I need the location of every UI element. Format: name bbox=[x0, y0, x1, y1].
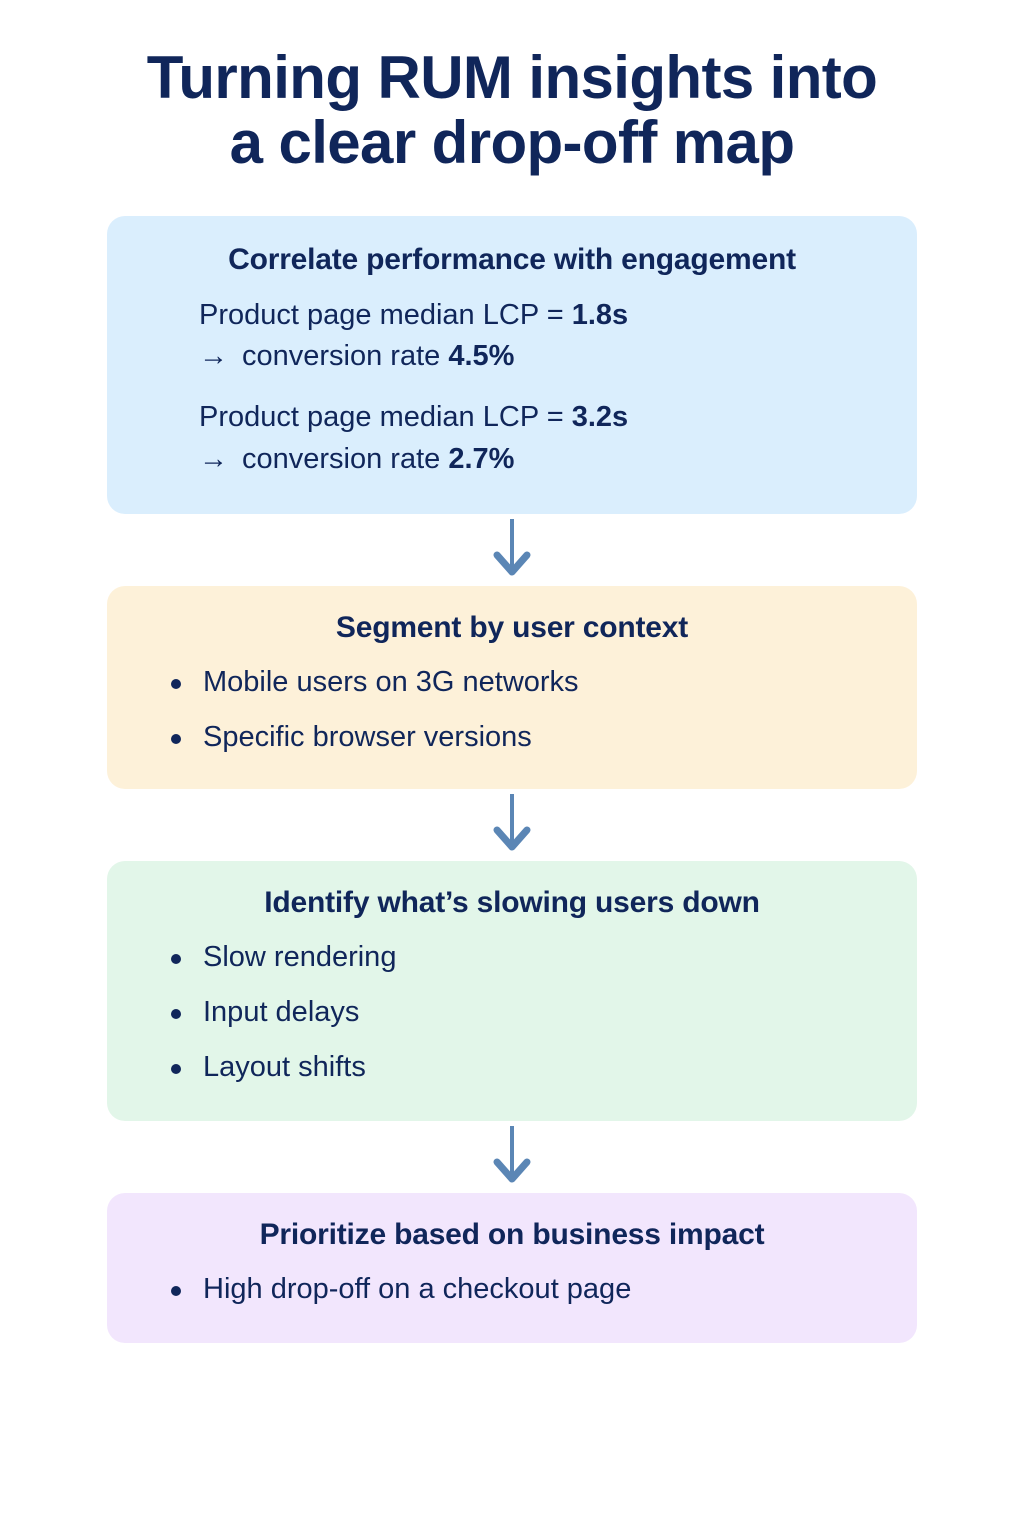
list-item: Layout shifts bbox=[171, 1048, 887, 1087]
page-title-line-2: a clear drop-off map bbox=[229, 108, 795, 176]
step-heading-segment: Segment by user context bbox=[335, 610, 689, 644]
stat-result-prefix: conversion rate bbox=[242, 442, 449, 475]
list-item: High drop-off on a checkout page bbox=[171, 1270, 887, 1309]
stat-measure-value: 3.2s bbox=[571, 401, 629, 434]
bullet-list-prioritize: High drop-off on a checkout page bbox=[137, 1270, 887, 1309]
list-item: Slow rendering bbox=[171, 938, 887, 977]
list-item: Mobile users on 3G networks bbox=[171, 663, 887, 702]
stat-measure-prefix: Product page median LCP = bbox=[199, 298, 572, 331]
stat-result-prefix: conversion rate bbox=[242, 340, 449, 373]
down-arrow-icon bbox=[493, 518, 531, 581]
stat-measure-prefix: Product page median LCP = bbox=[199, 401, 572, 434]
right-arrow-icon: → bbox=[199, 442, 228, 475]
down-arrow-icon bbox=[493, 793, 531, 856]
connector-arrow-1 bbox=[107, 514, 917, 586]
stat-result-line: → conversion rate 2.7% bbox=[199, 439, 887, 480]
step-heading-prioritize: Prioritize based on business impact bbox=[259, 1217, 765, 1251]
stat-item: Product page median LCP = 3.2s → convers… bbox=[199, 397, 887, 479]
bullet-list-identify: Slow rendering Input delays Layout shift… bbox=[137, 938, 887, 1087]
step-card-identify: Identify what’s slowing users down Slow … bbox=[107, 860, 917, 1121]
bullet-list-segment: Mobile users on 3G networks Specific bro… bbox=[137, 663, 887, 757]
stat-result-line: → conversion rate 4.5% bbox=[199, 336, 887, 377]
list-item: Input delays bbox=[171, 993, 887, 1032]
step-card-segment: Segment by user context Mobile users on … bbox=[107, 585, 917, 789]
step-card-prioritize: Prioritize based on business impact High… bbox=[107, 1192, 917, 1343]
stat-result-value: 4.5% bbox=[448, 340, 515, 373]
step-heading-identify: Identify what’s slowing users down bbox=[264, 885, 760, 919]
stat-measure-line: Product page median LCP = 1.8s bbox=[199, 295, 887, 336]
list-item: Specific browser versions bbox=[171, 718, 887, 757]
stat-measure-value: 1.8s bbox=[571, 298, 629, 331]
connector-arrow-2 bbox=[107, 789, 917, 861]
step-heading-correlate: Correlate performance with engagement bbox=[228, 242, 796, 276]
stat-measure-line: Product page median LCP = 3.2s bbox=[199, 397, 887, 438]
connector-arrow-3 bbox=[107, 1121, 917, 1193]
flow-diagram: Correlate performance with engagement Pr… bbox=[107, 176, 917, 1343]
page-title: Turning RUM insights into a clear drop-o… bbox=[0, 0, 1024, 176]
down-arrow-icon bbox=[493, 1125, 531, 1188]
stat-item: Product page median LCP = 1.8s → convers… bbox=[199, 295, 887, 377]
stat-result-value: 2.7% bbox=[448, 442, 515, 475]
step-card-correlate: Correlate performance with engagement Pr… bbox=[107, 215, 917, 514]
stat-result-text: conversion rate 4.5% bbox=[242, 336, 514, 377]
stat-list: Product page median LCP = 1.8s → convers… bbox=[137, 295, 887, 480]
right-arrow-icon: → bbox=[199, 340, 228, 373]
page-title-line-1: Turning RUM insights into bbox=[146, 44, 878, 111]
stat-result-text: conversion rate 2.7% bbox=[242, 439, 514, 480]
